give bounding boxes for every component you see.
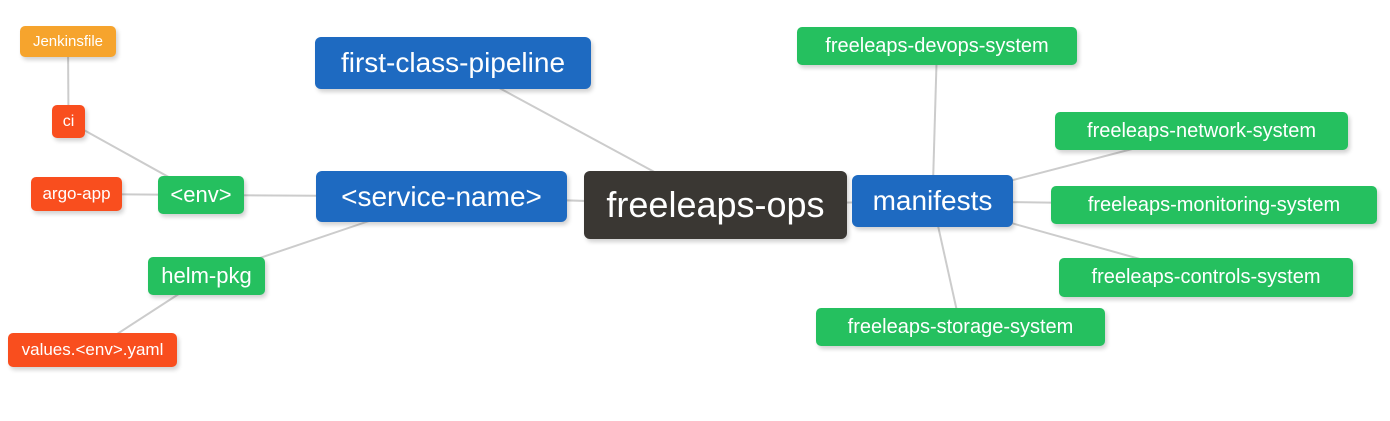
- node-service-name[interactable]: <service-name>: [316, 171, 567, 222]
- node-freeleaps-devops-system[interactable]: freeleaps-devops-system: [797, 27, 1077, 65]
- node-jenkinsfile[interactable]: Jenkinsfile: [20, 26, 116, 57]
- node-freeleaps-storage-system[interactable]: freeleaps-storage-system: [816, 308, 1105, 346]
- node-freeleaps-monitoring-system[interactable]: freeleaps-monitoring-system: [1051, 186, 1377, 224]
- node-manifests[interactable]: manifests: [852, 175, 1013, 227]
- node-freeleaps-network-system[interactable]: freeleaps-network-system: [1055, 112, 1348, 150]
- node-freeleaps-controls-system[interactable]: freeleaps-controls-system: [1059, 258, 1353, 297]
- node-helm-pkg[interactable]: helm-pkg: [148, 257, 265, 295]
- node-freeleaps-ops[interactable]: freeleaps-ops: [584, 171, 847, 239]
- node-first-class-pipeline[interactable]: first-class-pipeline: [315, 37, 591, 89]
- node-argo-app[interactable]: argo-app: [31, 177, 122, 211]
- node-ci[interactable]: ci: [52, 105, 85, 138]
- node-env[interactable]: <env>: [158, 176, 244, 214]
- node-values-env-yaml[interactable]: values.<env>.yaml: [8, 333, 177, 367]
